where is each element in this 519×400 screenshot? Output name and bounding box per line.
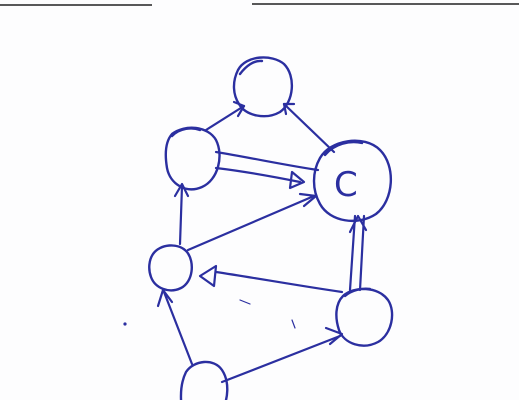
edge-middle-to-left <box>173 182 190 246</box>
edge-bottom-to-right <box>220 326 344 384</box>
edge-right-to-middle <box>198 264 344 294</box>
node-bottom <box>179 360 229 400</box>
edge-left-to-top <box>204 100 246 132</box>
node-top <box>232 56 293 118</box>
edge-c-to-top <box>282 102 336 154</box>
node-right <box>335 287 394 347</box>
edge-bottom-to-middle <box>156 288 194 366</box>
node-left <box>164 126 221 191</box>
stray-ink-marks <box>123 299 296 329</box>
node-c: C <box>312 139 393 222</box>
edge-left-to-c <box>214 150 320 190</box>
node-c-label: C <box>334 165 358 205</box>
edge-right-to-c <box>348 214 368 292</box>
node-middle <box>148 244 193 292</box>
edge-middle-to-c <box>186 192 318 252</box>
